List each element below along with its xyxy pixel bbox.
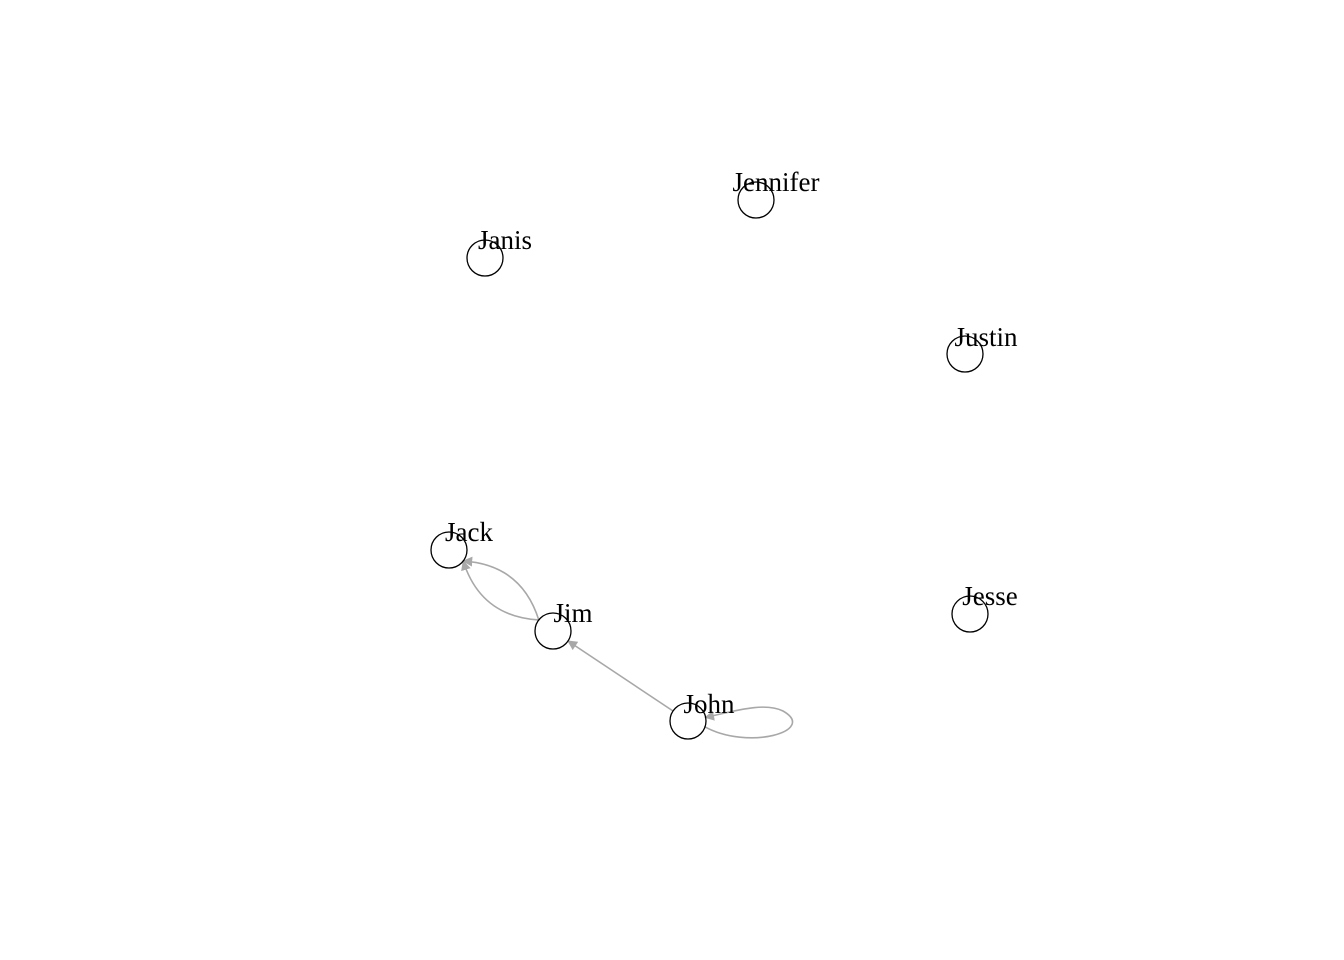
node-label-janis: Janis <box>478 225 532 255</box>
node-jennifer <box>737 181 775 219</box>
edges-layer <box>461 556 793 739</box>
node-label-jennifer: Jennifer <box>733 167 820 197</box>
node-janis <box>466 239 504 277</box>
edge-john-jim <box>567 640 674 712</box>
nodes-layer: Jennifer Janis Justin Jack Jim Jesse Joh… <box>430 167 1018 740</box>
node-jesse <box>951 595 989 633</box>
edge-jim-jack <box>461 560 539 621</box>
node-label-john: John <box>683 689 735 719</box>
node-label-justin: Justin <box>954 322 1018 352</box>
node-justin <box>946 335 984 373</box>
node-john <box>669 702 707 740</box>
edge-john-john <box>703 706 793 739</box>
node-jim <box>534 612 572 650</box>
node-label-jesse: Jesse <box>962 581 1018 611</box>
edge-jim-jack <box>462 556 540 621</box>
node-jack <box>430 531 468 569</box>
node-label-jack: Jack <box>445 517 493 547</box>
node-label-jim: Jim <box>553 598 592 628</box>
